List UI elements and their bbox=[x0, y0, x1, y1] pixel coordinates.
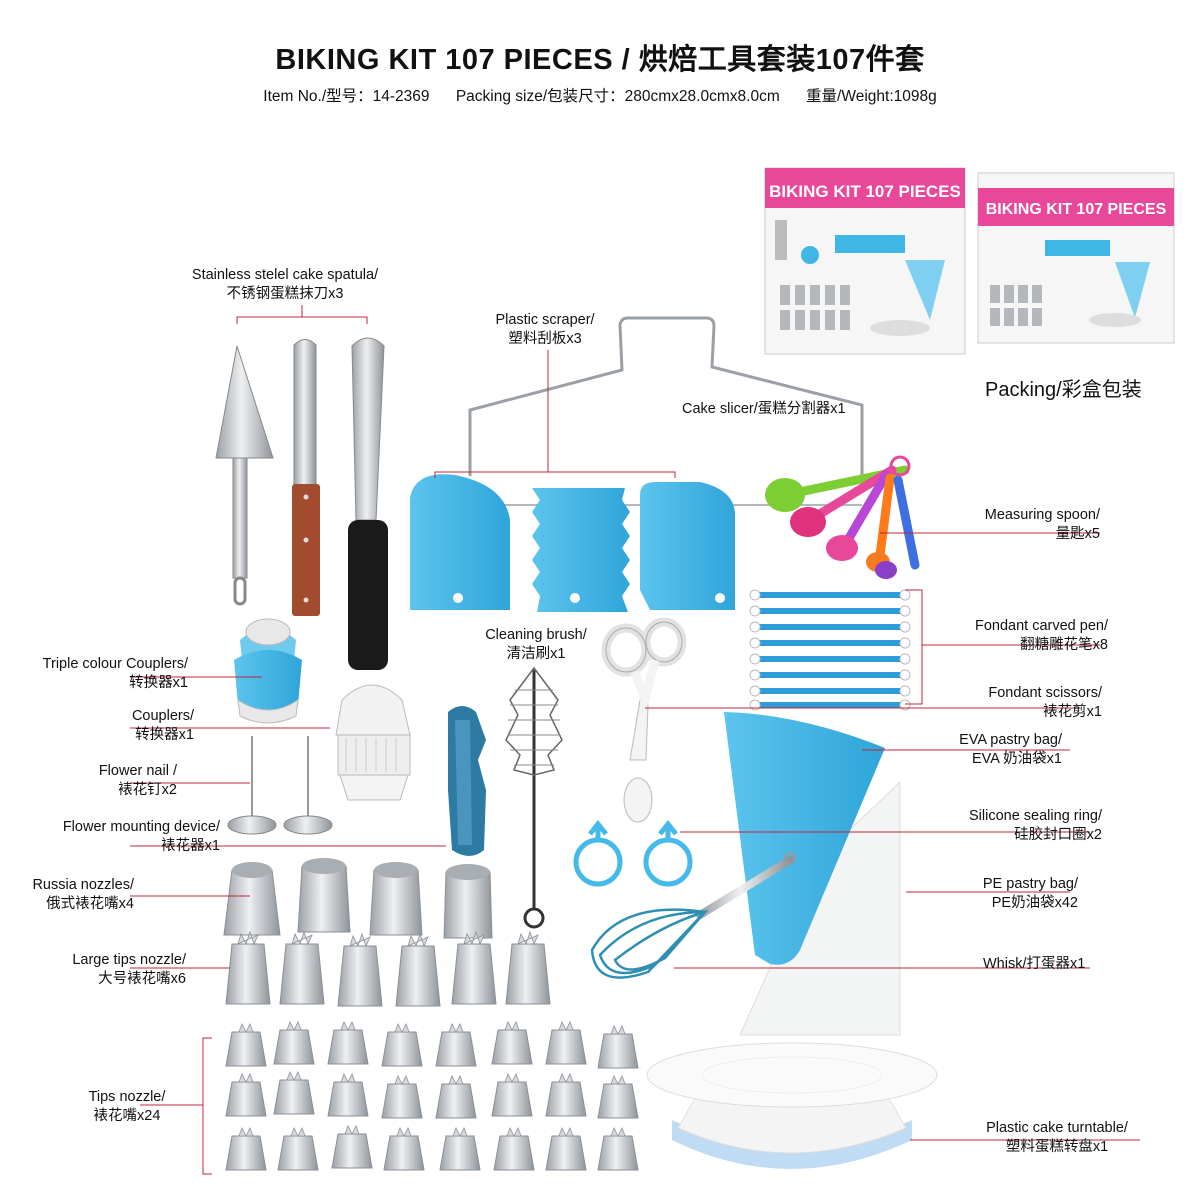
label-spatula: Stainless stelel cake spatula/不锈钢蛋糕抹刀x3 bbox=[191, 267, 379, 302]
packing-caption: Packing/彩盒包装 bbox=[985, 379, 1142, 401]
flower-nails bbox=[227, 736, 333, 835]
label-scraper: Plastic scraper/塑料刮板x3 bbox=[495, 312, 595, 347]
box-back-label: BIKING KIT 107 PIECES bbox=[986, 201, 1167, 218]
item-number: Item No./型号：14-2369 bbox=[263, 88, 430, 105]
packing-box-back: BIKING KIT 107 PIECES bbox=[977, 172, 1175, 344]
label-brush: Cleaning brush/清洁刷x1 bbox=[485, 627, 587, 662]
whisk bbox=[590, 852, 796, 979]
tip-nozzles bbox=[225, 1021, 639, 1171]
triple-colour-coupler bbox=[234, 618, 302, 724]
fondant-pens bbox=[749, 589, 911, 711]
box-front-label: BIKING KIT 107 PIECES bbox=[769, 182, 961, 201]
eva-pastry-bag bbox=[724, 712, 885, 965]
label-pe-bag: PE pastry bag/PE奶油袋x42 bbox=[982, 876, 1078, 911]
label-russia-nozzles: Russia nozzles/俄式裱花嘴x4 bbox=[32, 877, 134, 912]
page-title: BIKING KIT 107 PIECES / 烘焙工具套装107件套 bbox=[275, 44, 925, 76]
label-spoon: Measuring spoon/量匙x5 bbox=[984, 507, 1100, 542]
cake-spatulas bbox=[215, 337, 388, 670]
cleaning-brush bbox=[505, 666, 563, 929]
silicone-rings bbox=[573, 819, 693, 887]
label-tips-nozzle: Tips nozzle/裱花嘴x24 bbox=[88, 1089, 166, 1124]
label-eva-bag: EVA pastry bag/EVA 奶油袋x1 bbox=[959, 732, 1062, 767]
label-turntable: Plastic cake turntable/塑料蛋糕转盘x1 bbox=[986, 1120, 1128, 1155]
weight: 重量/Weight:1098g bbox=[806, 88, 937, 105]
label-whisk: Whisk/打蛋器x1 bbox=[983, 956, 1086, 972]
plastic-scrapers bbox=[410, 474, 735, 612]
label-couplers: Couplers/转换器x1 bbox=[131, 708, 194, 743]
label-scissors: Fondant scissors/裱花剪x1 bbox=[988, 685, 1102, 720]
label-slicer: Cake slicer/蛋糕分割器x1 bbox=[682, 401, 846, 417]
measuring-spoons bbox=[765, 455, 920, 579]
label-triple-coupler: Triple colour Couplers/转换器x1 bbox=[42, 656, 188, 691]
spec-line: Item No./型号：14-2369 Packing size/包装尺寸：28… bbox=[0, 84, 1200, 106]
packing-size: Packing size/包装尺寸：280cmx28.0cmx8.0cm bbox=[455, 88, 780, 105]
large-tip-nozzles bbox=[225, 931, 551, 1007]
label-large-tips: Large tips nozzle/大号裱花嘴x6 bbox=[72, 952, 186, 987]
label-mounting-device: Flower mounting device/裱花器x1 bbox=[62, 819, 220, 854]
fondant-scissors bbox=[601, 617, 687, 823]
leader-lines bbox=[130, 305, 1140, 1175]
packing-box-front: BIKING KIT 107 PIECES bbox=[764, 167, 966, 355]
label-silicone-ring: Silicone sealing ring/硅胶封口圈x2 bbox=[969, 808, 1102, 843]
coupler bbox=[335, 684, 411, 801]
russia-nozzles bbox=[223, 858, 493, 939]
label-pen: Fondant carved pen/翻糖雕花笔x8 bbox=[974, 618, 1108, 653]
cake-turntable bbox=[646, 1042, 938, 1169]
label-flower-nail: Flower nail /裱花钉x2 bbox=[98, 763, 177, 798]
flower-mounting-device bbox=[448, 706, 486, 856]
